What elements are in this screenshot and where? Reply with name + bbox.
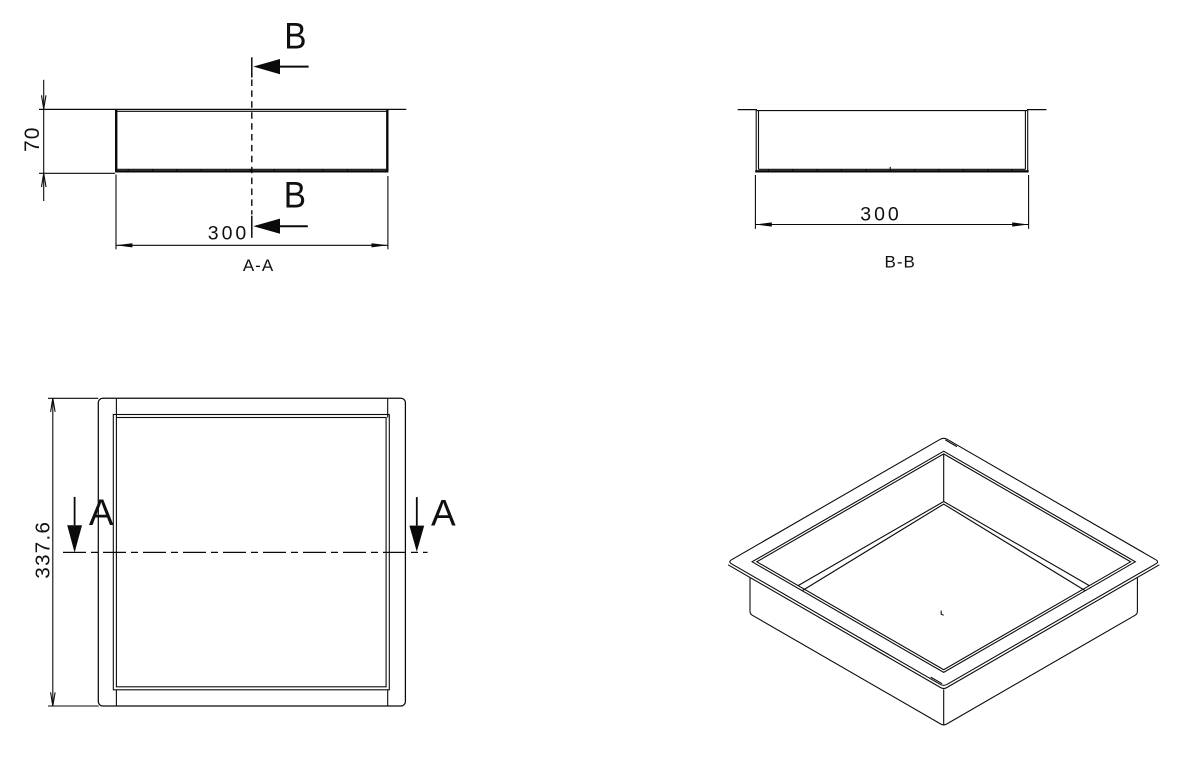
svg-text:B-B: B-B	[885, 252, 916, 271]
svg-text:337.6: 337.6	[32, 521, 55, 579]
svg-text:B: B	[284, 16, 306, 57]
svg-text:A-A: A-A	[243, 256, 274, 275]
svg-text:A: A	[89, 492, 114, 533]
svg-text:300: 300	[208, 222, 250, 244]
svg-text:B: B	[284, 175, 306, 216]
svg-text:A: A	[431, 493, 456, 534]
svg-text:70: 70	[21, 127, 44, 152]
svg-text:300: 300	[860, 203, 902, 225]
